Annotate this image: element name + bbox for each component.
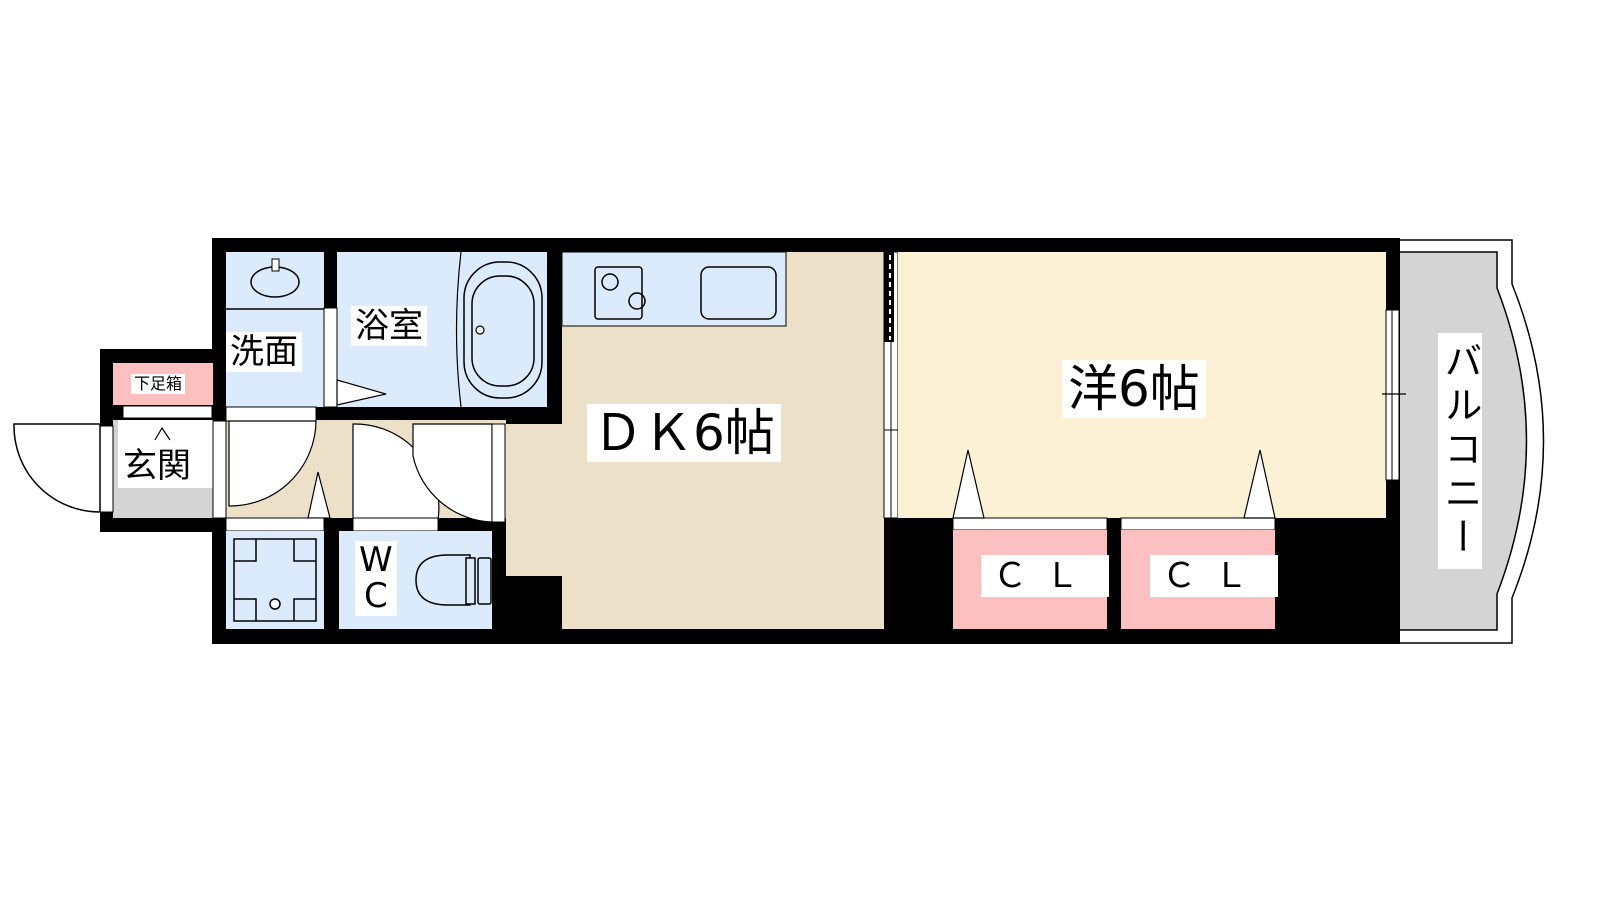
room-label-balcony: バルコニー: [1438, 333, 1482, 569]
wc-label-line1: W: [359, 540, 393, 580]
room-label-washroom: 洗面: [226, 332, 302, 372]
stove-icon: [594, 266, 646, 320]
room-label-wc: W C: [355, 540, 397, 617]
kitchen-sink-icon: [700, 266, 777, 320]
closet-1-door-icon[interactable]: [952, 449, 985, 519]
wc-label-line2: C: [363, 575, 388, 616]
wash-basin-icon: [250, 258, 300, 298]
laundry-floor: [226, 531, 324, 629]
room-label-closet-2: ＣＬ: [1150, 555, 1278, 597]
room-label-dk: ＤＫ6帖: [587, 404, 781, 462]
room-label-western: 洋6帖: [1062, 360, 1206, 418]
washroom-door-icon[interactable]: [228, 420, 317, 507]
washing-machine-pan-icon: [233, 538, 317, 622]
closet-2-door-icon[interactable]: [1243, 449, 1276, 519]
bathtub-icon: [463, 261, 543, 399]
dk-door-icon[interactable]: [412, 423, 493, 523]
room-label-bath: 浴室: [351, 306, 427, 346]
room-label-shoe-box: 下足箱: [131, 374, 186, 394]
room-label-closet-1: ＣＬ: [981, 555, 1109, 597]
room-label-entrance: 玄関: [119, 446, 195, 486]
front-door-icon[interactable]: [13, 423, 101, 513]
bath-door-swing: [336, 379, 387, 406]
toilet-icon: [415, 554, 492, 606]
